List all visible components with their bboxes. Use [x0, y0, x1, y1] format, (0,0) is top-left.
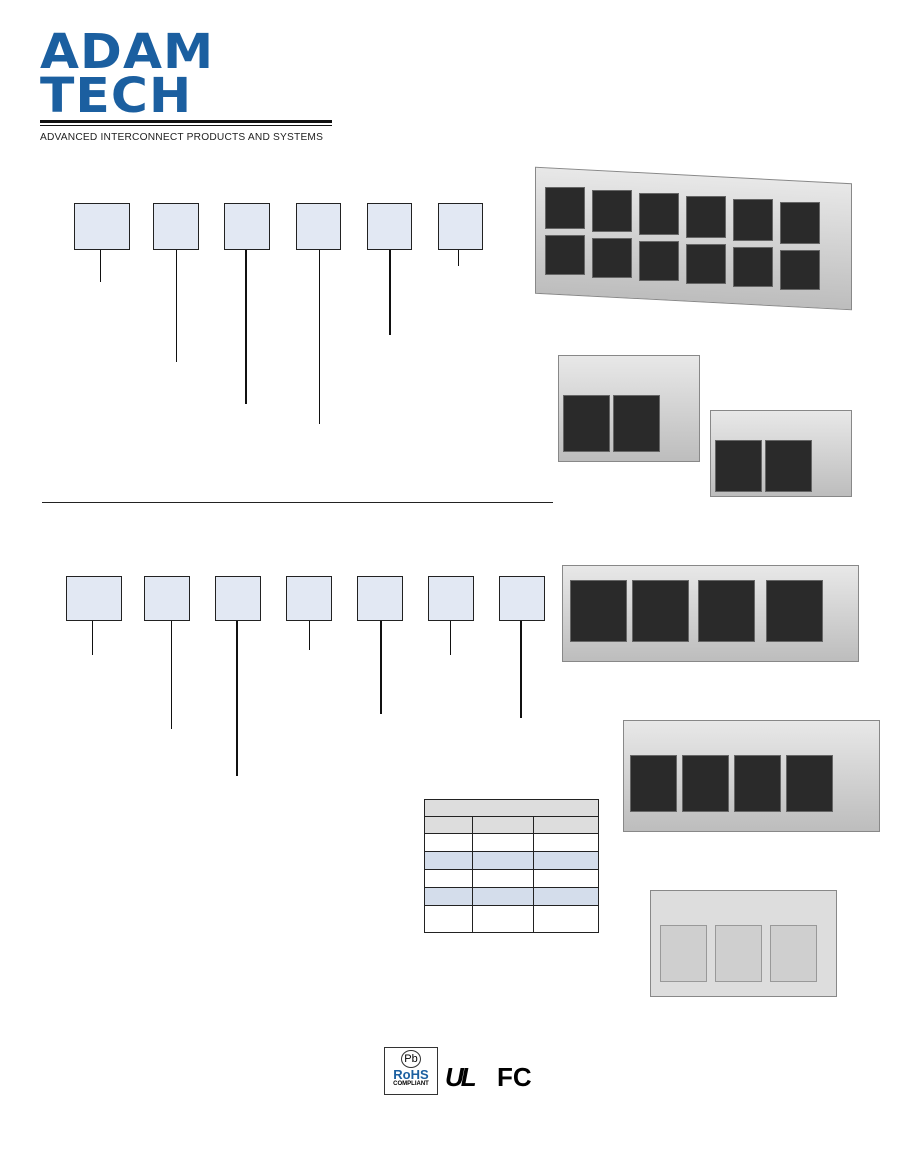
logo-tagline: ADVANCED INTERCONNECT PRODUCTS AND SYSTE… [40, 132, 324, 143]
ul-logo: UL [445, 1062, 477, 1092]
code-box-6 [438, 203, 483, 250]
product-photo-1x4-shielded [620, 715, 885, 840]
product-photo-2x6-stacked [530, 145, 860, 315]
code-box-2 [153, 203, 199, 250]
leader-line [245, 250, 247, 404]
code-box-1 [66, 576, 122, 621]
pb-free-icon: Pb [401, 1050, 421, 1068]
rohs-label: RoHS [393, 1067, 429, 1082]
leader-line [450, 621, 451, 655]
code-box-5 [367, 203, 412, 250]
leader-line [319, 250, 320, 424]
leader-line [92, 621, 93, 655]
adam-tech-logo: ADAM TECH ADVANCED INTERCONNECT PRODUCTS… [40, 28, 332, 143]
code-box-3 [224, 203, 270, 250]
fcc-logo: FC [497, 1062, 532, 1092]
product-photo-1x4 [562, 555, 862, 670]
code-box-4 [296, 203, 341, 250]
leader-line [236, 621, 238, 776]
product-photo-2port-rear [705, 390, 855, 500]
leader-line [171, 621, 172, 729]
rohs-compliant-logo: Pb RoHS COMPLIANT [384, 1047, 438, 1095]
code-box-3 [215, 576, 261, 621]
leader-line [520, 621, 522, 718]
logo-rule-thin [40, 125, 332, 126]
spec-table [424, 799, 599, 933]
logo-rule [40, 120, 332, 123]
leader-line [100, 250, 101, 282]
section-divider [42, 502, 553, 503]
code-box-5 [357, 576, 403, 621]
code-box-1 [74, 203, 130, 250]
code-box-2 [144, 576, 190, 621]
product-photo-1x3-unshielded [645, 880, 845, 1000]
code-box-6 [428, 576, 474, 621]
leader-line [458, 250, 459, 266]
leader-line [309, 621, 310, 650]
product-photo-2port [553, 350, 703, 465]
code-box-4 [286, 576, 332, 621]
rohs-compliant-label: COMPLIANT [393, 1081, 429, 1087]
logo-name: ADAM TECH [40, 24, 215, 124]
leader-line [380, 621, 382, 714]
code-box-7 [499, 576, 545, 621]
leader-line [389, 250, 391, 335]
leader-line [176, 250, 177, 362]
